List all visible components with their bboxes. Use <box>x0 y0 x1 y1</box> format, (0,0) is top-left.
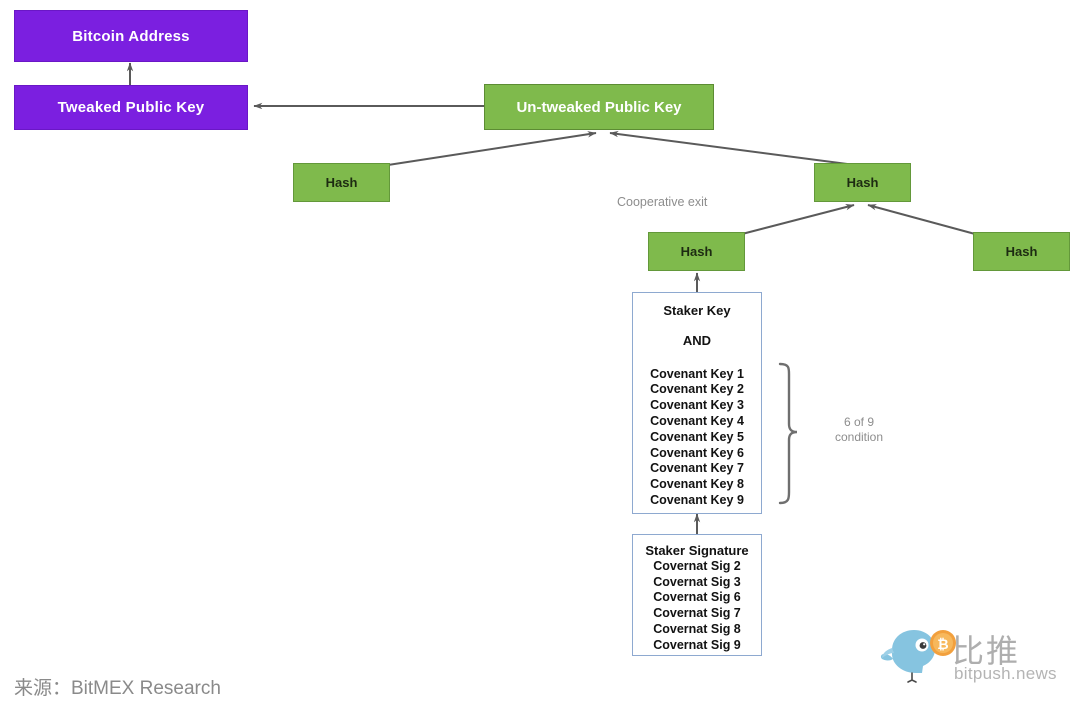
covenant-sig-item: Covernat Sig 6 <box>653 590 741 605</box>
covenant-key-item: Covenant Key 8 <box>650 477 744 492</box>
condition-line-1: 6 of 9 <box>843 415 875 429</box>
bitcoin-symbol: ₿ <box>937 636 948 652</box>
bird-logo-icon <box>880 630 944 683</box>
covenant-sig-item: Covernat Sig 2 <box>653 558 741 573</box>
node-hash-left[interactable]: Hash <box>293 163 390 202</box>
bitcoin-coin-icon: ₿ <box>930 630 956 656</box>
covenant-key-item: Covenant Key 4 <box>650 413 744 428</box>
covenant-key-item: Covenant Key 2 <box>650 382 744 397</box>
node-untweaked-public-key[interactable]: Un-tweaked Public Key <box>484 84 714 130</box>
witness-staker-signature: Staker Signature <box>645 543 749 558</box>
node-hash-far-right[interactable]: Hash <box>973 232 1070 271</box>
covenant-key-item: Covenant Key 1 <box>650 366 744 381</box>
watermark-brand: 比推 <box>952 633 1021 669</box>
covenant-key-item: Covenant Key 3 <box>650 398 744 413</box>
watermark-url: bitpush.news <box>954 664 1057 683</box>
covenant-sig-item: Covernat Sig 9 <box>653 637 741 652</box>
node-bitcoin-address-label: Bitcoin Address <box>72 27 190 45</box>
node-script-box[interactable]: Staker Key AND Covenant Key 1 Covenant K… <box>632 292 762 514</box>
label-six-of-nine-condition: 6 of 9 condition <box>828 415 890 445</box>
node-hash-mid[interactable]: Hash <box>648 232 745 271</box>
covenant-sig-item: Covernat Sig 8 <box>653 621 741 636</box>
covenant-key-list: Covenant Key 1 Covenant Key 2 Covenant K… <box>633 367 761 509</box>
covenant-sig-item: Covernat Sig 3 <box>653 574 741 589</box>
covenant-key-item: Covenant Key 6 <box>650 445 744 460</box>
node-witness-box[interactable]: Staker Signature Covernat Sig 2 Covernat… <box>632 534 762 656</box>
node-hash-left-label: Hash <box>325 175 358 190</box>
label-cooperative-exit: Cooperative exit <box>617 195 708 209</box>
covenant-key-item: Covenant Key 9 <box>650 492 744 507</box>
script-and-operator: AND <box>682 332 712 348</box>
script-staker-key: Staker Key <box>663 303 731 318</box>
node-bitcoin-address[interactable]: Bitcoin Address <box>14 10 248 62</box>
node-tweaked-public-key-label: Tweaked Public Key <box>57 99 205 116</box>
node-hash-right-label: Hash <box>846 175 879 190</box>
watermark: ₿ 比推 bitpush.news <box>878 624 1074 690</box>
source-attribution: 来源：BitMEX Research <box>14 678 221 699</box>
covenant-sig-list: Covernat Sig 2 Covernat Sig 3 Covernat S… <box>633 559 761 654</box>
node-hash-right[interactable]: Hash <box>814 163 911 202</box>
covenant-sig-item: Covernat Sig 7 <box>653 606 741 621</box>
covenant-key-item: Covenant Key 7 <box>650 461 744 476</box>
covenant-key-item: Covenant Key 5 <box>650 429 744 444</box>
condition-line-2: condition <box>834 430 884 444</box>
node-hash-far-right-label: Hash <box>1005 244 1038 259</box>
script-spacer-2 <box>633 349 761 367</box>
node-hash-mid-label: Hash <box>680 244 713 259</box>
node-tweaked-public-key[interactable]: Tweaked Public Key <box>14 85 248 130</box>
script-spacer-1 <box>633 319 761 333</box>
node-untweaked-public-key-label: Un-tweaked Public Key <box>516 98 682 116</box>
